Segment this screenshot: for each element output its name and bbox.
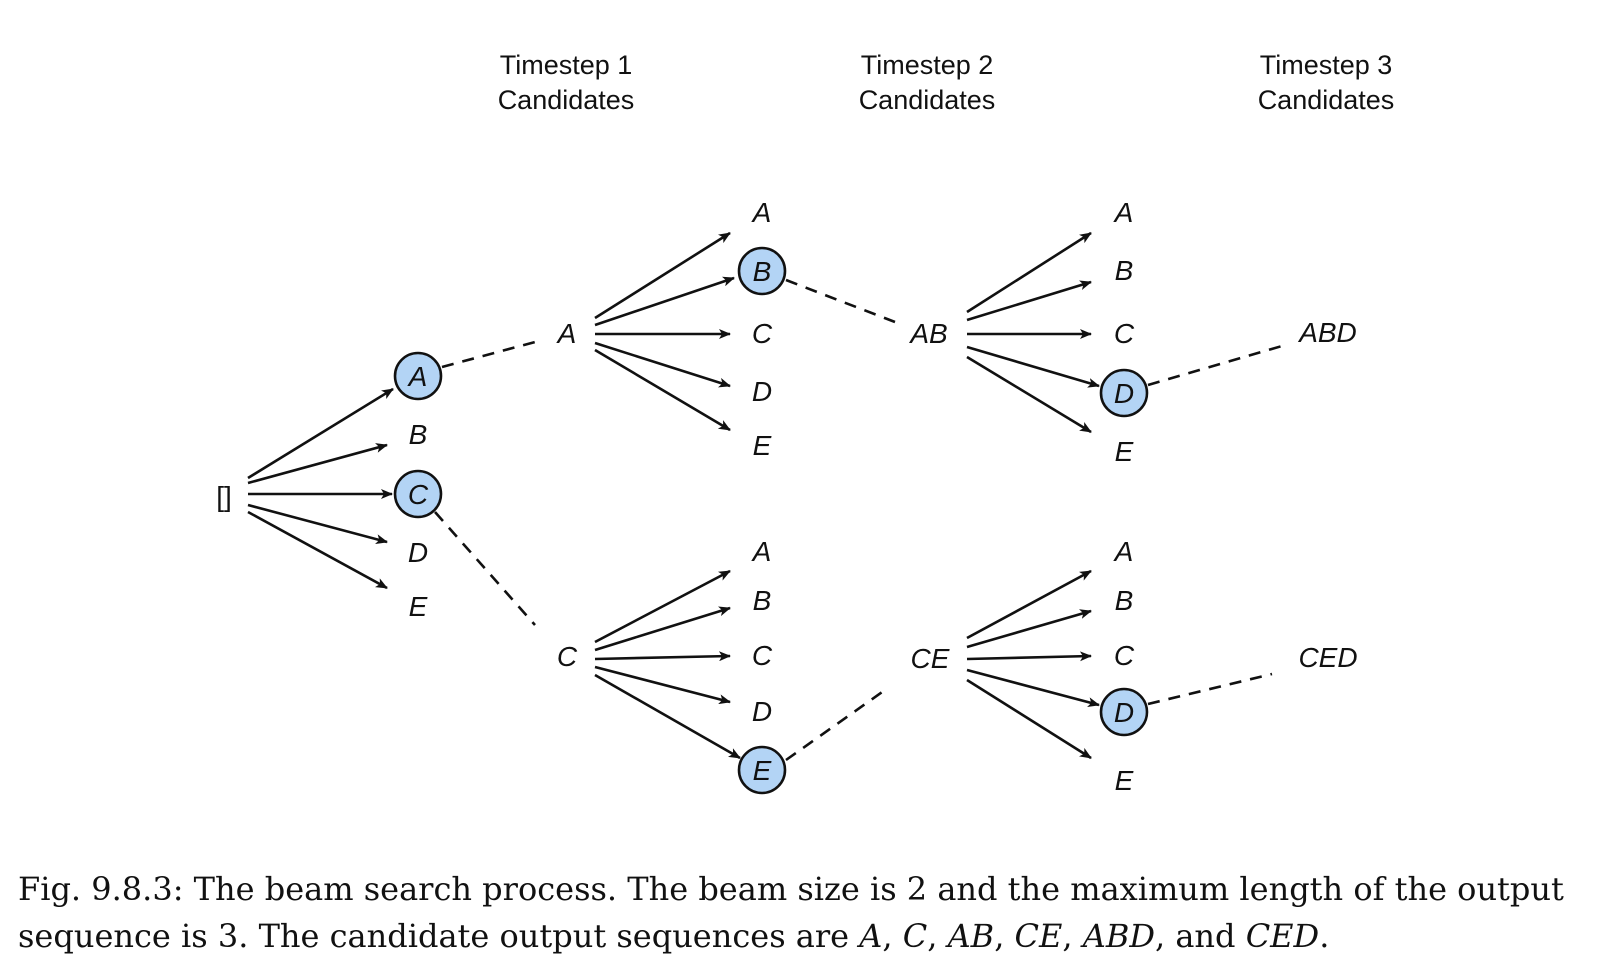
selected-node-circle bbox=[737, 246, 787, 296]
top-step2-candidate-B: B bbox=[753, 256, 772, 287]
edge-AB-to-D bbox=[966, 345, 1100, 388]
edge-root-to-A bbox=[247, 387, 394, 480]
edge-AB-to-A bbox=[966, 231, 1092, 314]
beam-link-CE bbox=[785, 688, 886, 762]
edge-C-to-B bbox=[594, 606, 731, 652]
header-timestep-3-line2: Candidates bbox=[1258, 85, 1395, 115]
top-step3-candidate-A: A bbox=[1113, 197, 1134, 228]
edge-A-to-A bbox=[594, 231, 731, 320]
caption-seq-CE: CE bbox=[1014, 917, 1063, 955]
edge-C-to-A bbox=[594, 569, 731, 644]
caption-end: . bbox=[1319, 917, 1330, 955]
top-step3-candidate-B: B bbox=[1115, 255, 1134, 286]
bottom-step2-candidate-B: B bbox=[753, 585, 772, 616]
edge-AB-to-B bbox=[966, 280, 1092, 322]
edge-C-to-E bbox=[594, 673, 741, 760]
caption-seq-AB: AB bbox=[947, 917, 995, 955]
bottom-step3-candidate-C: C bbox=[1114, 640, 1135, 671]
caption-text: Fig. 9.8.3: The beam search process. The… bbox=[18, 870, 1564, 955]
bottom-step2-candidate-D: D bbox=[752, 696, 772, 727]
header-timestep-2-line1: Timestep 2 bbox=[861, 50, 994, 80]
bottom-step3-candidate-D: D bbox=[1114, 697, 1134, 728]
bottom-step3-candidate-A: A bbox=[1113, 536, 1134, 567]
beam-prefix-AB: AB bbox=[908, 318, 947, 349]
beam-link-AB bbox=[785, 278, 896, 324]
caption-separator: , bbox=[1062, 917, 1083, 955]
result-sequence-ABD: ABD bbox=[1297, 317, 1357, 348]
caption-seq-CED: CED bbox=[1245, 917, 1320, 955]
caption-separator: , bbox=[994, 917, 1015, 955]
step1-candidate-B: B bbox=[409, 419, 428, 450]
edge-root-to-D bbox=[247, 503, 388, 545]
beam-link-C bbox=[434, 511, 536, 626]
caption-separator: , and bbox=[1155, 917, 1246, 955]
beam-link-A bbox=[441, 340, 536, 369]
edge-CE-to-A bbox=[966, 569, 1092, 640]
edge-root-to-B bbox=[247, 443, 388, 485]
header-timestep-1-line1: Timestep 1 bbox=[500, 50, 633, 80]
beam-link-ABD bbox=[1147, 344, 1283, 387]
beam-link-CED bbox=[1147, 672, 1273, 706]
bottom-step3-candidate-B: B bbox=[1115, 585, 1134, 616]
bottom-step2-candidate-A: A bbox=[751, 536, 772, 567]
caption-separator: , bbox=[882, 917, 903, 955]
caption-separator: , bbox=[927, 917, 948, 955]
bottom-step3-candidate-E: E bbox=[1115, 765, 1134, 796]
result-sequence-CED: CED bbox=[1298, 642, 1357, 673]
figure-caption: Fig. 9.8.3: The beam search process. The… bbox=[18, 866, 1608, 960]
header-timestep-1-line2: Candidates bbox=[498, 85, 635, 115]
top-step3-candidate-E: E bbox=[1115, 436, 1134, 467]
top-step2-candidate-D: D bbox=[752, 376, 772, 407]
edge-C-to-D bbox=[594, 665, 731, 705]
caption-seq-ABD: ABD bbox=[1082, 917, 1155, 955]
caption-seq-C: C bbox=[902, 917, 928, 955]
bottom-step2-candidate-E: E bbox=[753, 755, 772, 786]
step1-candidate-A: A bbox=[407, 361, 428, 392]
selected-node-circle bbox=[393, 351, 443, 401]
top-step3-candidate-D: D bbox=[1114, 378, 1134, 409]
beam-prefix-C: C bbox=[557, 641, 578, 672]
header-timestep-3-line1: Timestep 3 bbox=[1260, 50, 1393, 80]
beam-prefix-CE: CE bbox=[911, 643, 950, 674]
step1-candidate-C: C bbox=[408, 479, 429, 510]
step1-candidate-D: D bbox=[408, 537, 428, 568]
root-node: [] bbox=[216, 481, 232, 512]
selected-node-circle bbox=[1099, 687, 1149, 737]
selected-node-circle bbox=[393, 469, 443, 519]
edge-CE-to-D bbox=[966, 668, 1100, 708]
edge-AB-to-E bbox=[966, 355, 1092, 434]
step1-candidate-E: E bbox=[409, 591, 428, 622]
top-step3-candidate-C: C bbox=[1114, 318, 1135, 349]
header-timestep-2-line2: Candidates bbox=[859, 85, 996, 115]
bottom-step2-candidate-C: C bbox=[752, 640, 773, 671]
selected-node-circle bbox=[1099, 368, 1149, 418]
top-step2-candidate-E: E bbox=[753, 430, 772, 461]
edge-A-to-D bbox=[594, 341, 731, 388]
edge-C-to-C bbox=[594, 651, 731, 662]
selected-node-circle bbox=[737, 745, 787, 795]
caption-seq-A: A bbox=[859, 917, 883, 955]
beam-prefix-A: A bbox=[556, 318, 577, 349]
edge-CE-to-C bbox=[966, 651, 1092, 662]
edge-A-to-B bbox=[594, 276, 735, 327]
edge-CE-to-E bbox=[966, 678, 1092, 760]
edge-CE-to-B bbox=[966, 609, 1092, 649]
top-step2-candidate-C: C bbox=[752, 318, 773, 349]
top-step2-candidate-A: A bbox=[751, 197, 772, 228]
beam-search-diagram: Timestep 1 Candidates Timestep 2 Candida… bbox=[216, 50, 1395, 796]
edge-A-to-E bbox=[594, 348, 731, 432]
edge-root-to-E bbox=[247, 510, 388, 590]
